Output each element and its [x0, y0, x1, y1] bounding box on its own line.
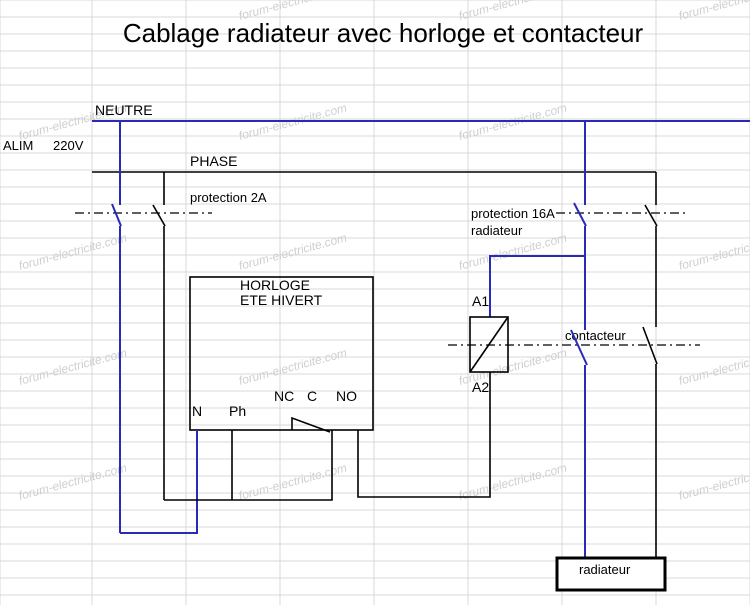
terminal-ph-label: Ph [229, 403, 246, 419]
protection-16a-label: protection 16A [471, 206, 555, 221]
clock-switch-contact [291, 416, 331, 433]
terminal-n-label: N [192, 403, 202, 419]
coil-a1-label: A1 [472, 293, 489, 309]
horloge-title: HORLOGE [240, 277, 310, 293]
breaker-16a-phase-blade [644, 204, 658, 227]
phase-label: PHASE [190, 153, 237, 169]
contacteur-label: contacteur [565, 328, 626, 343]
contactor-phase-blade [642, 326, 658, 365]
alim-label: ALIM [3, 138, 33, 153]
voltage-label: 220V [53, 138, 84, 153]
watermark-text: forum-electricite.com [677, 231, 750, 273]
horloge-subtitle: ETE HIVERT [240, 292, 323, 308]
neutral-to-terminal-n [120, 430, 198, 534]
watermark-text: forum-electricite.com [17, 461, 128, 503]
radiateur-box [555, 556, 667, 592]
coil-a2-label: A2 [472, 379, 489, 395]
watermark-text: forum-electricite.com [17, 231, 128, 273]
watermark-text: forum-electricite.com [677, 461, 750, 503]
protection-2a-label: protection 2A [190, 190, 267, 205]
protection-16a-radiateur-label: radiateur [471, 223, 523, 238]
breaker-2a-neutral-blade [111, 203, 122, 227]
terminal-c-label: C [307, 388, 317, 404]
breaker-16a-neutral-blade [573, 202, 587, 227]
diagram-title: Cablage radiateur avec horloge et contac… [123, 18, 644, 48]
watermark-text: forum-electricite.com [17, 346, 128, 388]
watermark-text: forum-electricite.com [677, 0, 750, 23]
neutre-label: NEUTRE [95, 102, 153, 118]
terminal-no-label: NO [336, 388, 357, 404]
terminal-no-to-a2 [357, 372, 491, 498]
watermark-text: forum-electricite.com [237, 231, 348, 273]
contactor-neutral-blade [570, 329, 588, 366]
breaker-2a-phase-blade [152, 204, 166, 227]
radiateur-box-label: radiateur [579, 562, 631, 577]
watermark-text: forum-electricite.com [237, 346, 348, 388]
phase-to-terminal-c [164, 430, 333, 501]
neutral-to-a1 [489, 255, 585, 317]
watermark-layer: forum-electricite.com forum-electricite.c… [17, 0, 750, 503]
terminal-nc-label: NC [274, 388, 294, 404]
horloge-box [189, 276, 374, 431]
watermark-text: forum-electricite.com [677, 346, 750, 388]
